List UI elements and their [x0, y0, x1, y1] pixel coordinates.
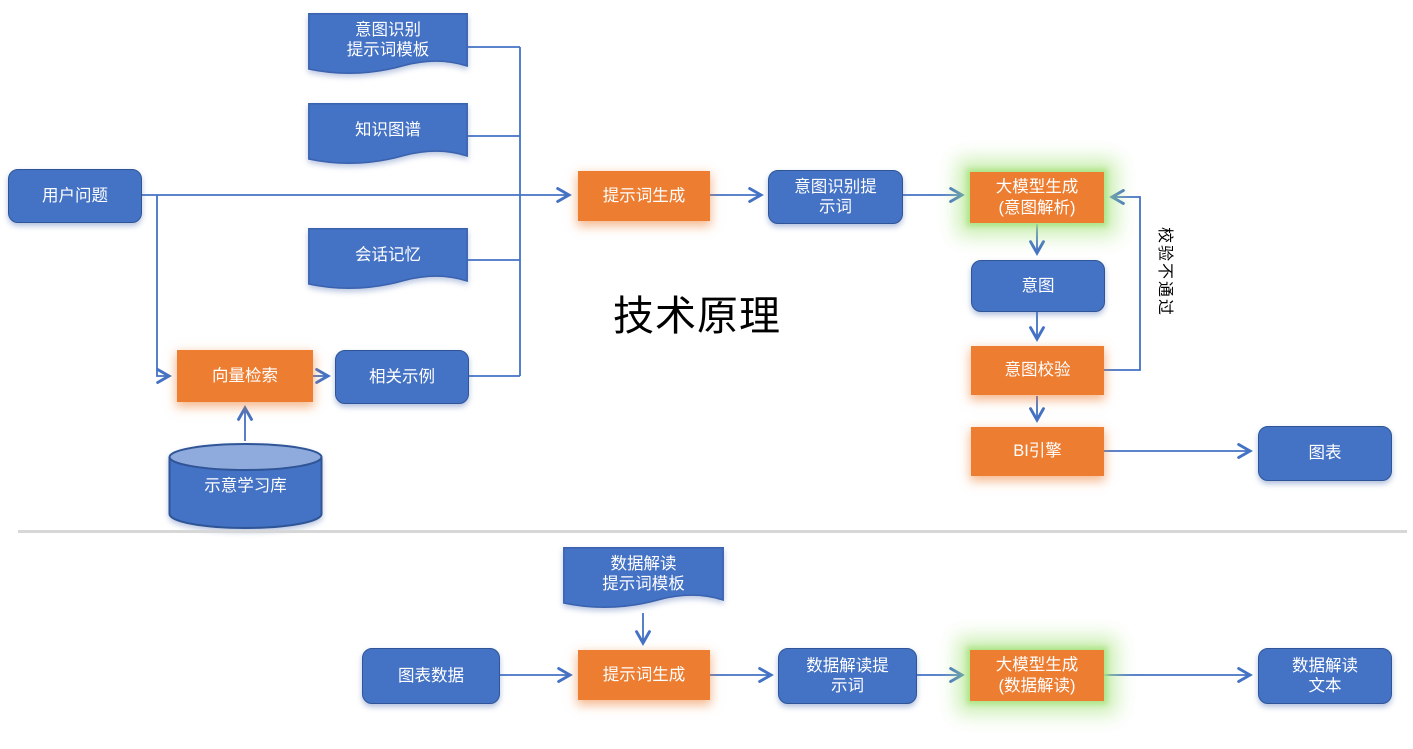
node-data-interpretation-prompt-label: 数据解读提 示词: [806, 656, 889, 695]
node-related-examples: 相关示例: [335, 350, 469, 404]
node-data-interpretation-prompt: 数据解读提 示词: [778, 648, 917, 704]
node-knowledge-graph: 知识图谱: [308, 103, 468, 168]
node-vector-search: 向量检索: [177, 350, 313, 402]
document-shape-icon: [308, 13, 468, 74]
document-shape-icon: [563, 547, 724, 608]
node-intent-validation: 意图校验: [971, 346, 1104, 395]
document-shape-icon: [308, 103, 468, 164]
node-demo-learning-library: 示意学习库: [168, 443, 323, 530]
database-cylinder-icon: [168, 443, 323, 529]
node-user-question: 用户问题: [8, 169, 142, 223]
node-chart-data-label: 图表数据: [398, 666, 464, 685]
node-data-interpretation-text: 数据解读 文本: [1258, 648, 1392, 704]
node-llm-generation-intent-label: 大模型生成 (意图解析): [995, 178, 1079, 217]
node-chart-label: 图表: [1308, 444, 1342, 463]
node-intent-prompt-template: 意图识别 提示词模板: [308, 13, 468, 78]
validation-failed-label: 校验不通过: [1156, 226, 1173, 317]
node-prompt-generation: 提示词生成: [578, 171, 710, 221]
node-session-memory-label: 会话记忆: [355, 245, 421, 264]
node-demo-learning-library-label: 示意学习库: [204, 477, 287, 495]
node-intent-recognition-prompt-label: 意图识别提 示词: [794, 177, 877, 216]
page-title: 技术原理: [613, 293, 781, 339]
node-llm-generation-data: 大模型生成 (数据解读): [970, 650, 1104, 701]
connector-validation-feedback-loop: [1104, 189, 1141, 371]
node-vector-search-label: 向量检索: [212, 366, 278, 385]
node-data-interpretation-text-label: 数据解读 文本: [1292, 656, 1358, 695]
node-session-memory: 会话记忆: [308, 228, 468, 293]
node-data-prompt-template-label: 数据解读 提示词模板: [602, 554, 685, 593]
node-knowledge-graph-label: 知识图谱: [355, 120, 421, 139]
node-prompt-generation-2-label: 提示词生成: [602, 665, 686, 684]
node-bi-engine-label: BI引擎: [1013, 442, 1062, 461]
node-llm-generation-data-label: 大模型生成 (数据解读): [995, 656, 1079, 695]
node-chart-data: 图表数据: [362, 648, 500, 704]
node-prompt-generation-label: 提示词生成: [602, 186, 686, 205]
node-llm-generation-intent: 大模型生成 (意图解析): [970, 172, 1104, 223]
node-intent-prompt-template-label: 意图识别 提示词模板: [346, 20, 430, 59]
section-divider: [18, 530, 1407, 533]
node-chart: 图表: [1258, 426, 1392, 481]
node-intent-label: 意图: [1021, 276, 1055, 295]
node-related-examples-label: 相关示例: [369, 367, 435, 386]
node-data-prompt-template: 数据解读 提示词模板: [563, 547, 724, 612]
connector-user-question-to-vector-search: [156, 195, 172, 384]
node-prompt-generation-2: 提示词生成: [578, 650, 710, 700]
document-shape-icon: [308, 228, 468, 289]
node-intent: 意图: [971, 260, 1105, 312]
node-bi-engine: BI引擎: [971, 427, 1104, 476]
node-intent-validation-label: 意图校验: [1004, 361, 1071, 380]
node-user-question-label: 用户问题: [42, 186, 108, 205]
node-intent-recognition-prompt: 意图识别提 示词: [768, 170, 903, 224]
